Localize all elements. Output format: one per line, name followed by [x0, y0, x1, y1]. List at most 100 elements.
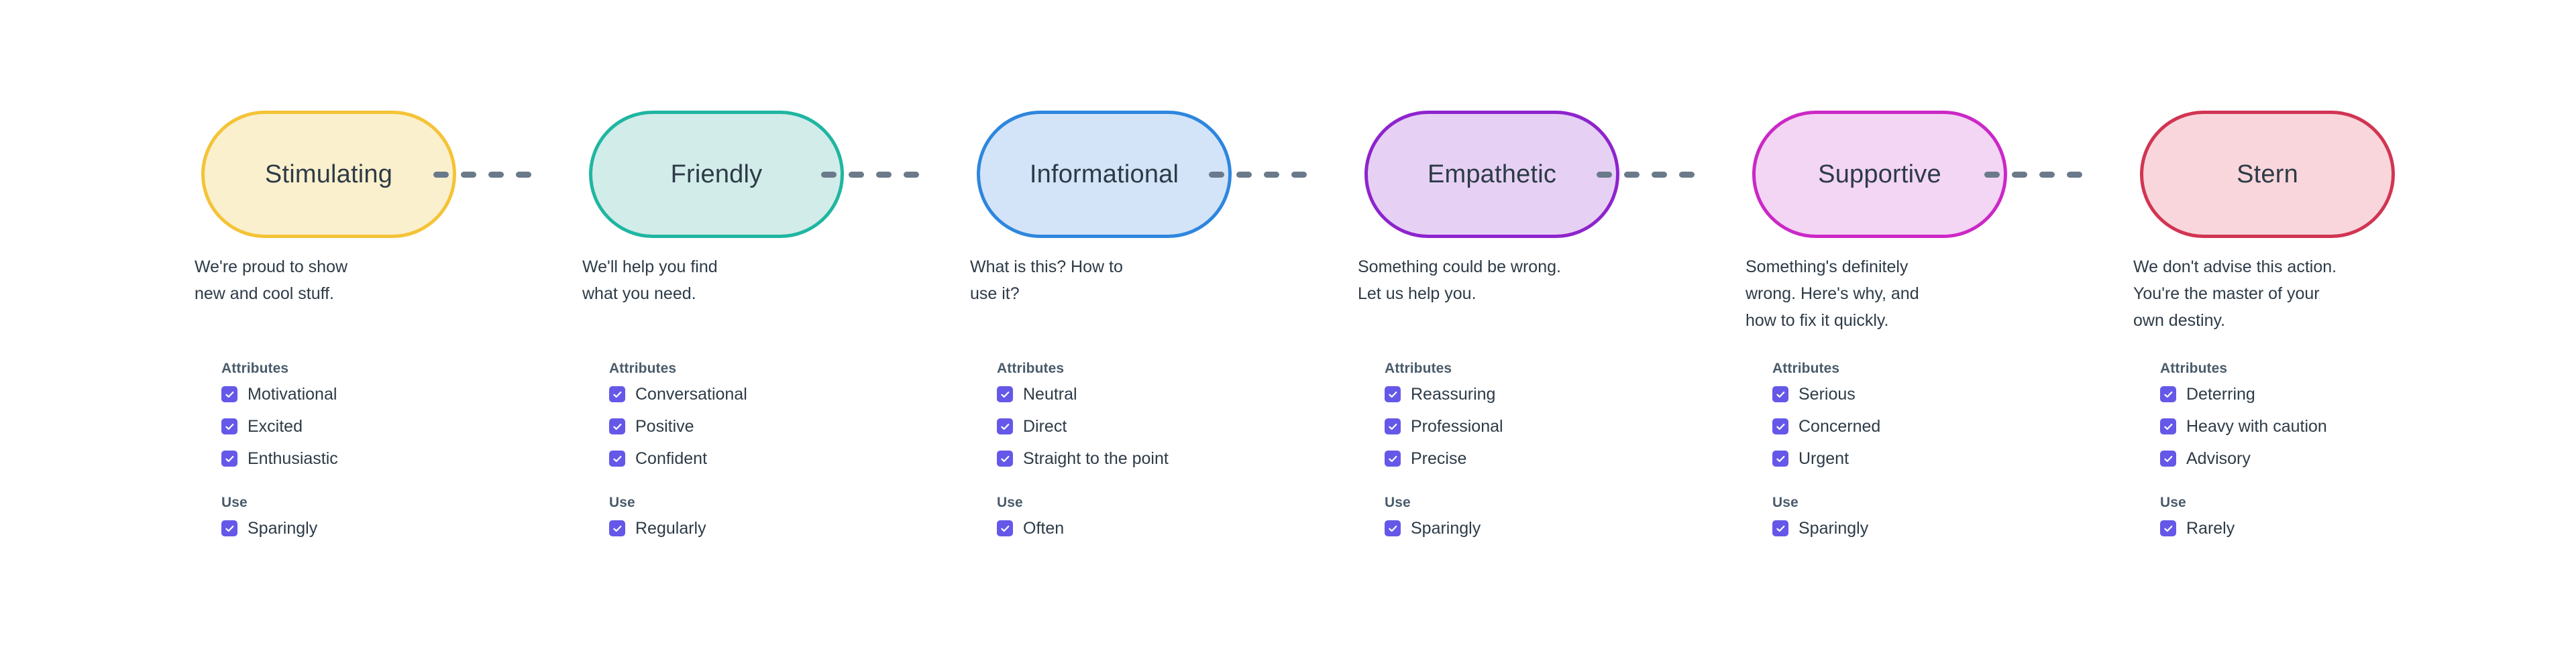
- tone-description-stern: We don't advise this action. You're the …: [2133, 257, 2337, 330]
- use-stimulating-0-row[interactable]: Sparingly: [221, 517, 537, 540]
- tone-pill-stern[interactable]: Stern: [2140, 111, 2395, 238]
- checkbox-checked-icon[interactable]: [1385, 418, 1401, 434]
- tone-pill-supportive[interactable]: Supportive: [1752, 111, 2007, 238]
- tone-pill-stimulating[interactable]: Stimulating: [201, 111, 456, 238]
- pill-wrapper-stern: Stern: [2100, 111, 2435, 238]
- attribute-stimulating-0-row[interactable]: Motivational: [221, 383, 537, 406]
- attribute-stimulating-2-row[interactable]: Enthusiastic: [221, 447, 537, 470]
- attribute-stimulating-2-label: Enthusiastic: [248, 449, 338, 468]
- attribute-friendly-0-label: Conversational: [635, 385, 747, 404]
- checkbox-checked-icon[interactable]: [1385, 451, 1401, 467]
- tone-pill-friendly[interactable]: Friendly: [589, 111, 844, 238]
- connector-dash: [1291, 171, 1307, 178]
- checkbox-checked-icon[interactable]: [2160, 386, 2176, 402]
- checkbox-checked-icon[interactable]: [997, 418, 1013, 434]
- attribute-empathetic-0-row[interactable]: Reassuring: [1385, 383, 1700, 406]
- tone-pill-label: Stern: [2237, 160, 2298, 188]
- tone-description-stimulating: We're proud to show new and cool stuff.: [195, 257, 348, 303]
- use-empathetic-0-row[interactable]: Sparingly: [1385, 517, 1700, 540]
- pill-wrapper-stimulating: Stimulating: [161, 111, 496, 238]
- attribute-supportive-1-label: Concerned: [1799, 417, 1881, 436]
- pill-wrapper-supportive: Supportive: [1712, 111, 2047, 238]
- checkbox-checked-icon[interactable]: [997, 451, 1013, 467]
- use-supportive-0-row[interactable]: Sparingly: [1772, 517, 2088, 540]
- attribute-empathetic-1-row[interactable]: Professional: [1385, 415, 1700, 438]
- attribute-stern-0-row[interactable]: Deterring: [2160, 383, 2475, 406]
- checkbox-checked-icon[interactable]: [1772, 451, 1788, 467]
- checkbox-checked-icon[interactable]: [2160, 418, 2176, 434]
- checkbox-checked-icon[interactable]: [221, 386, 237, 402]
- checkbox-checked-icon[interactable]: [609, 451, 625, 467]
- checkbox-checked-icon[interactable]: [221, 451, 237, 467]
- dashed-connector-friendly-to-informational: [821, 170, 919, 179]
- attribute-supportive-0-label: Serious: [1799, 385, 1856, 404]
- checkbox-checked-icon[interactable]: [2160, 520, 2176, 536]
- use-stern-0-row[interactable]: Rarely: [2160, 517, 2475, 540]
- connector-dash: [876, 171, 892, 178]
- checkbox-checked-icon[interactable]: [221, 418, 237, 434]
- attribute-supportive-0-row[interactable]: Serious: [1772, 383, 2088, 406]
- attribute-friendly-2-row[interactable]: Confident: [609, 447, 924, 470]
- attribute-stern-2-row[interactable]: Advisory: [2160, 447, 2475, 470]
- checkbox-checked-icon[interactable]: [1385, 520, 1401, 536]
- pill-wrapper-friendly: Friendly: [549, 111, 884, 238]
- checkbox-checked-icon[interactable]: [1385, 386, 1401, 402]
- attribute-friendly-0-row[interactable]: Conversational: [609, 383, 924, 406]
- use-friendly-0-row[interactable]: Regularly: [609, 517, 924, 540]
- connector-dash: [821, 171, 837, 178]
- checkbox-checked-icon[interactable]: [997, 386, 1013, 402]
- checkbox-checked-icon[interactable]: [1772, 386, 1788, 402]
- attribute-friendly-1-label: Positive: [635, 417, 694, 436]
- dashed-connector-empathetic-to-supportive: [1597, 170, 1695, 179]
- attribute-informational-2-row[interactable]: Straight to the point: [997, 447, 1312, 470]
- tone-pill-informational[interactable]: Informational: [977, 111, 1232, 238]
- attribute-informational-2-label: Straight to the point: [1023, 449, 1169, 468]
- attribute-informational-0-row[interactable]: Neutral: [997, 383, 1312, 406]
- connector-dash: [2067, 171, 2082, 178]
- use-supportive-0-label: Sparingly: [1799, 519, 1869, 538]
- use-heading: Use: [1385, 495, 1411, 510]
- attribute-stern-1-row[interactable]: Heavy with caution: [2160, 415, 2475, 438]
- attributes-heading: Attributes: [1772, 361, 1840, 376]
- attribute-informational-1-row[interactable]: Direct: [997, 415, 1312, 438]
- attribute-supportive-1-row[interactable]: Concerned: [1772, 415, 2088, 438]
- tone-pill-empathetic[interactable]: Empathetic: [1364, 111, 1619, 238]
- tone-pill-label: Empathetic: [1427, 160, 1557, 188]
- checkbox-checked-icon[interactable]: [1772, 520, 1788, 536]
- use-empathetic-0-label: Sparingly: [1411, 519, 1481, 538]
- attribute-stimulating-1-label: Excited: [248, 417, 303, 436]
- tone-description-friendly: We'll help you find what you need.: [582, 257, 718, 303]
- checkbox-checked-icon[interactable]: [609, 418, 625, 434]
- use-informational-0-row[interactable]: Often: [997, 517, 1312, 540]
- attribute-supportive-2-row[interactable]: Urgent: [1772, 447, 2088, 470]
- pill-wrapper-informational: Informational: [936, 111, 1272, 238]
- attribute-stimulating-1-row[interactable]: Excited: [221, 415, 537, 438]
- checkbox-checked-icon[interactable]: [1772, 418, 1788, 434]
- use-heading: Use: [2160, 495, 2186, 510]
- tone-pill-label: Stimulating: [264, 160, 393, 188]
- tone-pill-label: Friendly: [670, 160, 763, 188]
- checkbox-checked-icon[interactable]: [609, 520, 625, 536]
- attribute-stern-2-label: Advisory: [2186, 449, 2251, 468]
- attribute-empathetic-2-row[interactable]: Precise: [1385, 447, 1700, 470]
- attribute-friendly-1-row[interactable]: Positive: [609, 415, 924, 438]
- connector-dash: [1984, 171, 2000, 178]
- dashed-connector-informational-to-empathetic: [1209, 170, 1307, 179]
- checkbox-checked-icon[interactable]: [221, 520, 237, 536]
- attribute-stern-1-label: Heavy with caution: [2186, 417, 2327, 436]
- connector-dash: [849, 171, 864, 178]
- checkbox-checked-icon[interactable]: [997, 520, 1013, 536]
- checkbox-checked-icon[interactable]: [609, 386, 625, 402]
- checkbox-checked-icon[interactable]: [2160, 451, 2176, 467]
